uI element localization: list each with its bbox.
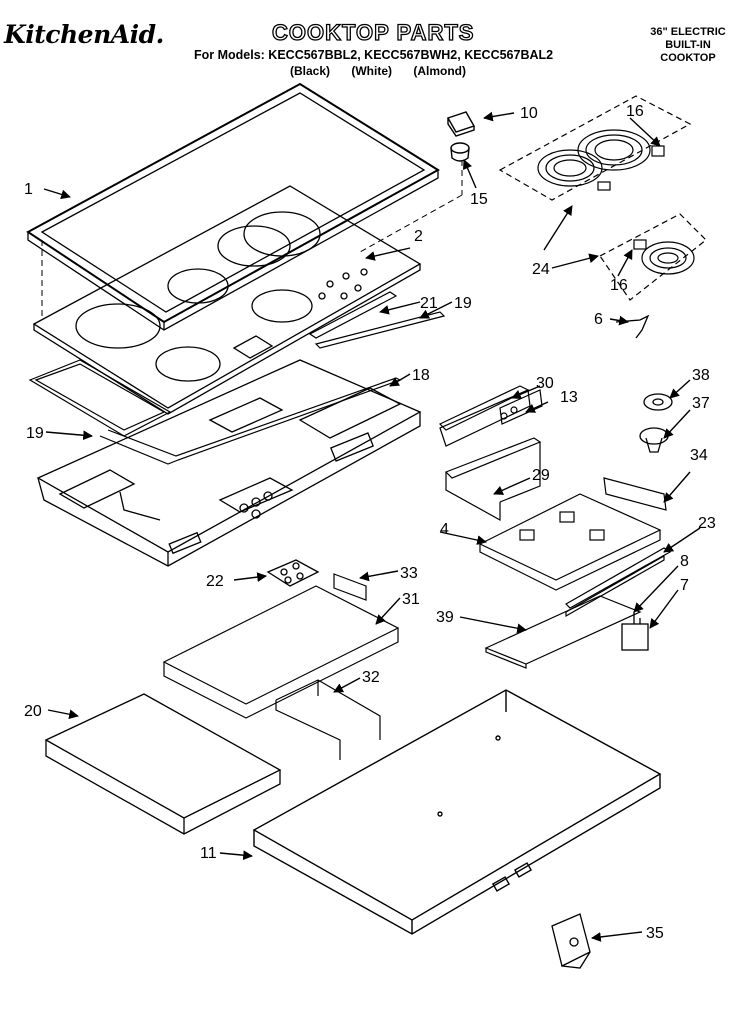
- callout-35: 35: [646, 925, 664, 942]
- part-strip: [565, 547, 672, 618]
- callout-23: 23: [698, 515, 716, 532]
- part-shield: [484, 595, 642, 669]
- part-angle: [603, 477, 667, 511]
- callout-18: 18: [412, 367, 430, 384]
- callout-2: 2: [414, 228, 423, 245]
- callout-22: 22: [206, 573, 224, 590]
- callout-8: 8: [680, 553, 689, 570]
- callout-31: 31: [402, 591, 420, 608]
- part-rail-31: [162, 585, 400, 719]
- part-knob-bezel: [450, 142, 470, 162]
- product-type-line-2: BUILT-IN: [665, 39, 711, 51]
- callout-32: 32: [362, 669, 380, 686]
- callout-11: 11: [200, 845, 217, 862]
- callout-1: 1: [24, 181, 33, 198]
- leader-lines: [43, 111, 701, 942]
- part-bracket-32: [275, 679, 381, 760]
- callout-34: 34: [690, 447, 708, 464]
- part-grommet: [639, 393, 673, 453]
- callout-33: 33: [400, 565, 418, 582]
- part-seal: [308, 291, 446, 349]
- part-bracket-plates: [438, 385, 543, 447]
- color-variants: (Black) (White) (Almond): [290, 64, 484, 78]
- part-switch: [621, 612, 649, 651]
- product-type-line-3: COOKTOP: [660, 52, 716, 64]
- part-clamp: [551, 913, 591, 969]
- brand-logo: KitchenAid.: [4, 20, 164, 49]
- callout-29: 29: [532, 467, 550, 484]
- part-control-block: [266, 559, 320, 587]
- part-glass-top: [32, 185, 422, 415]
- part-burner-pan: [36, 359, 422, 567]
- color-black: (Black): [290, 64, 331, 78]
- part-bracket-33: [333, 573, 367, 601]
- callout-16: 16: [626, 103, 644, 120]
- color-white: (White): [351, 64, 393, 78]
- callout-37: 37: [692, 395, 710, 412]
- model-list: For Models: KECC567BBL2, KECC567BWH2, KE…: [194, 48, 554, 62]
- product-type-line-1: 36" ELECTRIC: [650, 26, 726, 38]
- part-element-single: [599, 213, 707, 301]
- callout-6: 6: [594, 311, 603, 328]
- callout-38: 38: [692, 367, 710, 384]
- part-clip: [615, 314, 650, 339]
- alignment-lines: [41, 160, 463, 318]
- part-frame: [26, 82, 440, 331]
- callout-19: 19: [454, 295, 472, 312]
- part-gasket: [28, 359, 402, 465]
- part-knob: [446, 111, 476, 137]
- callout-4: 4: [440, 521, 449, 538]
- part-burner-box: [478, 493, 662, 591]
- callout-30: 30: [536, 375, 554, 392]
- callout-20: 20: [24, 703, 42, 720]
- callout-13: 13: [560, 389, 578, 406]
- color-almond: (Almond): [413, 64, 467, 78]
- callout-10: 10: [520, 105, 538, 122]
- part-bottom-box: [252, 689, 662, 935]
- product-type-label: 36" ELECTRIC BUILT-IN COOKTOP: [636, 26, 740, 65]
- page-title: COOKTOP PARTS: [271, 19, 475, 45]
- callout-15: 15: [470, 191, 488, 208]
- callout-39: 39: [436, 609, 454, 626]
- callout-21: 21: [420, 295, 438, 312]
- callout-labels: 1 2 21 19 19 18 10 15 16 24 16 6 30 13 3…: [24, 103, 716, 942]
- callout-19b: 19: [26, 425, 44, 442]
- callout-7: 7: [680, 577, 689, 594]
- callout-24: 24: [532, 261, 550, 278]
- callout-16b: 16: [610, 277, 628, 294]
- part-channel: [444, 437, 542, 522]
- part-side-panel: [44, 693, 282, 835]
